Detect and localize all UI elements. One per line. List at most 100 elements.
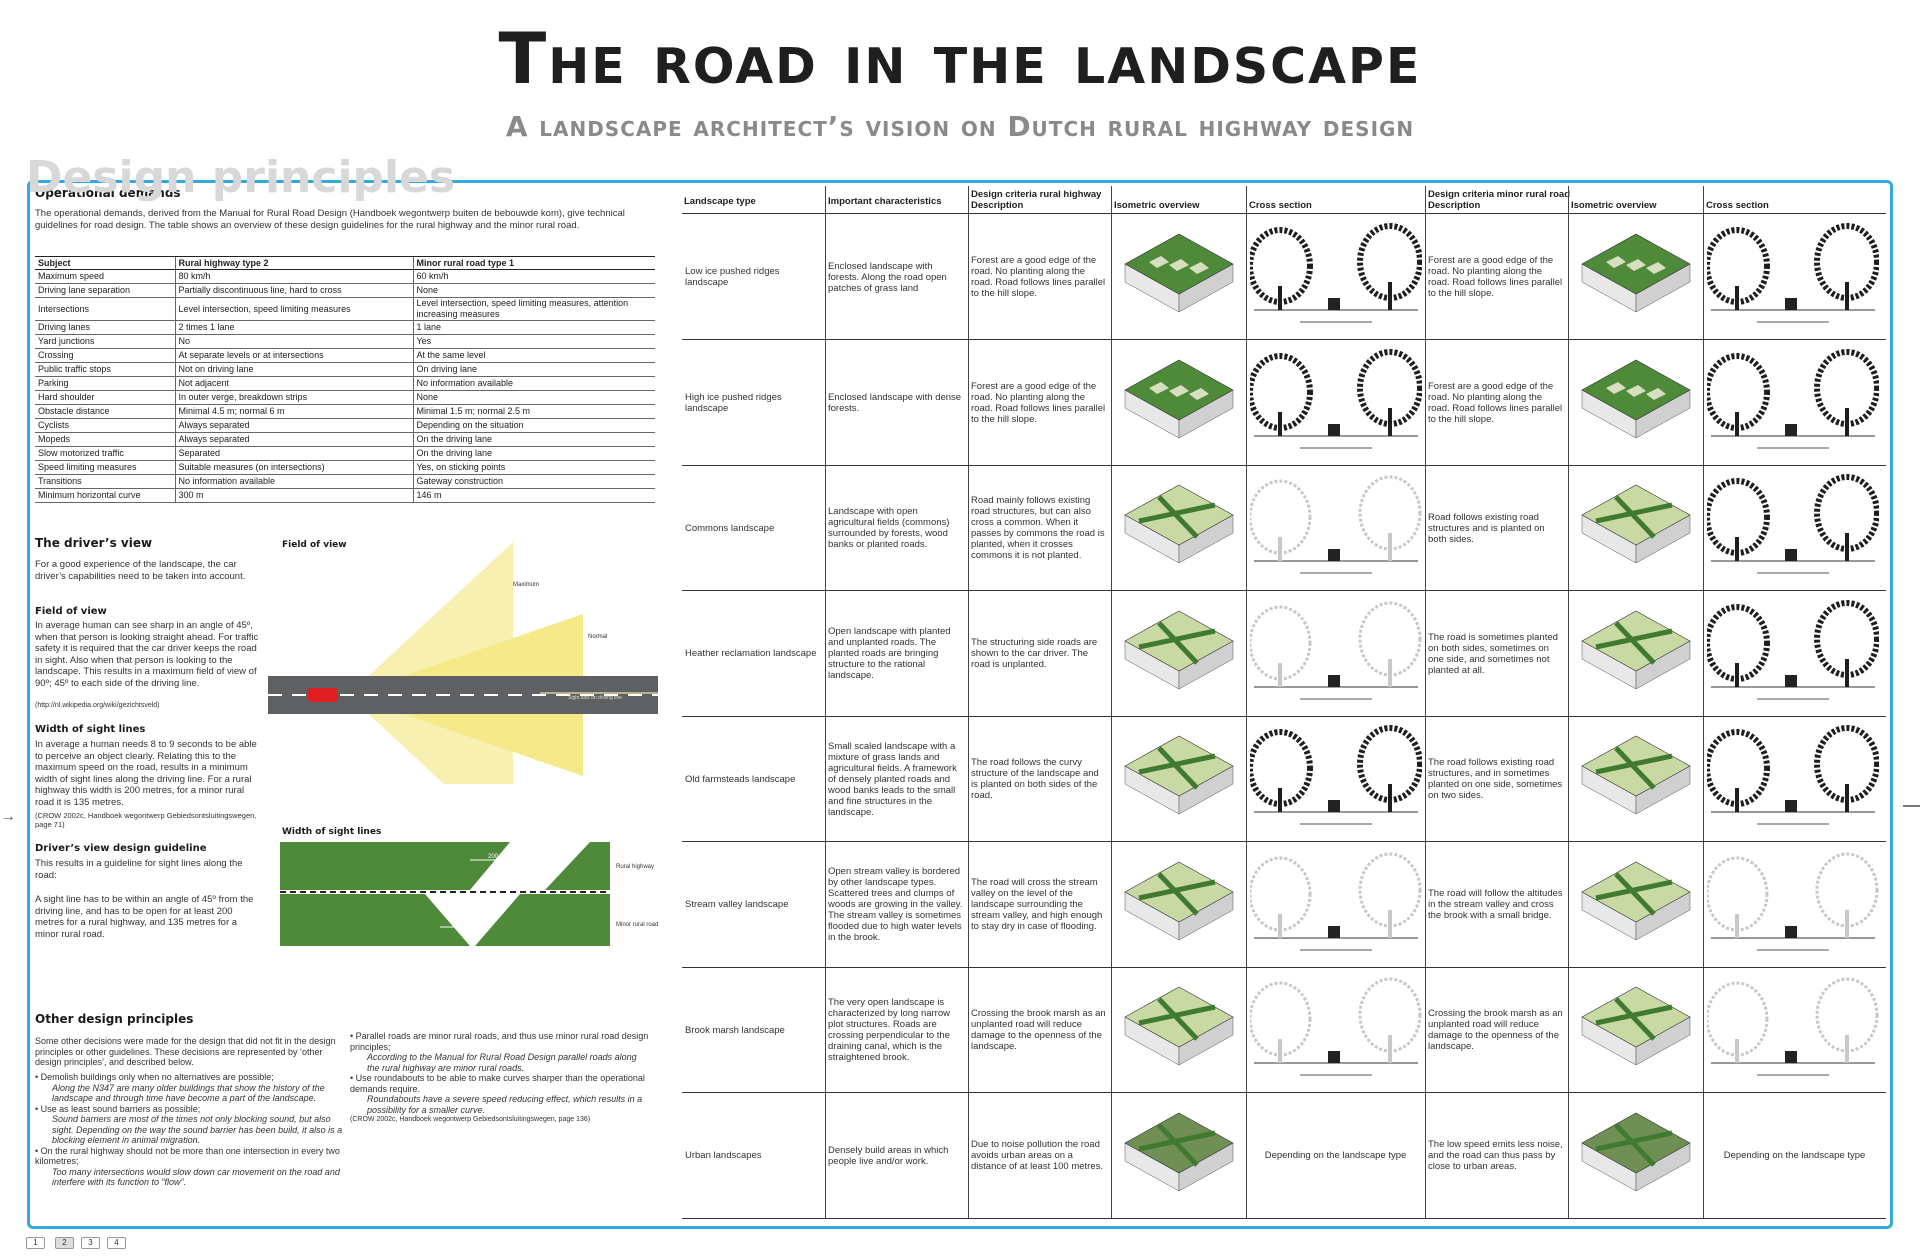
table-cell: At the same level — [412, 348, 655, 363]
bullet-note: Along the N347 are many older buildings … — [52, 1082, 325, 1104]
minor-description-cell: Crossing the brook marsh as an unplanted… — [1425, 967, 1568, 1093]
table-cell: Minimal 4.5 m; normal 6 m — [174, 404, 413, 419]
table-row: Urban landscapes Densely build areas in w… — [682, 1093, 1886, 1219]
rural-description-cell: Forest are a good edge of the road. No p… — [968, 340, 1111, 466]
landscape-table-header: Landscape type Important characteristics… — [682, 186, 1886, 214]
field-of-view-diagram: Maximum Normal Sight axis on driving lin… — [268, 542, 658, 784]
other-list-left: • Demolish buildings only when no altern… — [35, 1072, 345, 1188]
header-minor-description: Description — [1428, 200, 1481, 211]
cross-section-image — [1250, 601, 1422, 699]
header-rural-criteria: Design criteria rural highway — [971, 189, 1102, 200]
column-divider — [1111, 186, 1112, 1218]
rural-description-cell-text: The structuring side roads are shown to … — [971, 637, 1098, 670]
field-of-view-text: In average human can see sharp in an ang… — [35, 620, 259, 689]
previous-arrow-icon[interactable]: → — [0, 808, 16, 825]
page-button-4[interactable]: 4 — [107, 1237, 126, 1249]
rural-description-cell-text: Crossing the brook marsh as an unplanted… — [971, 1008, 1106, 1052]
cross-section-image — [1250, 725, 1422, 825]
table-cell: Driving lane separation — [35, 283, 175, 298]
characteristics-cell: The very open landscape is characterized… — [825, 967, 968, 1093]
content-frame — [27, 180, 1893, 1229]
landscape-type-cell-text: High ice pushed ridges landscape — [685, 391, 782, 414]
header-minor-isometric: Isometric overview — [1571, 200, 1657, 211]
landscape-table: Landscape type Important characteristics… — [682, 186, 1886, 1219]
bullet-note: Roundabouts have a severe speed reducing… — [367, 1094, 643, 1115]
characteristics-cell: Landscape with open agricultural fields … — [825, 465, 968, 591]
rural-highway-label: Rural highway — [616, 864, 654, 870]
table-cell: On the driving lane — [412, 446, 655, 461]
characteristics-cell: Enclosed landscape with dense forests. — [825, 340, 968, 466]
axis-label: Sight axis on driving line — [568, 695, 622, 701]
column-divider — [825, 186, 826, 1218]
cross-section-image — [1707, 977, 1879, 1076]
page-button-3[interactable]: 3 — [81, 1237, 100, 1249]
minor-description-cell-text: The road follows existing road structure… — [1428, 757, 1563, 801]
minor-description-cell: Forest are a good edge of the road. No p… — [1425, 214, 1568, 340]
table-cell: Yes, on sticking points — [412, 460, 655, 475]
table-cell: 146 m — [412, 488, 655, 503]
isometric-overview-image — [1581, 233, 1691, 313]
table-header-row: Subject Rural highway type 2 Minor rural… — [35, 256, 655, 270]
sight-lines-figure-title: Width of sight lines — [282, 827, 382, 837]
other-intro: Some other decisions were made for the d… — [35, 1036, 336, 1067]
drivers-view-heading: The driver’s view — [35, 536, 153, 550]
guideline-text-1: This results in a guideline for sight li… — [35, 858, 243, 881]
characteristics-cell-text: Enclosed landscape with forests. Along t… — [828, 260, 947, 294]
table-cell: Minimum horizontal curve — [35, 488, 175, 503]
other-principles-heading: Other design principles — [35, 1012, 194, 1026]
rural-description-cell: The road will cross the stream valley on… — [968, 842, 1111, 968]
car-icon — [308, 688, 338, 702]
sight-lines-diagram: 200 m 135 m Rural highway Minor rural ro… — [280, 842, 658, 946]
characteristics-cell-text: Enclosed landscape with dense forests. — [828, 391, 962, 414]
table-cell: Speed limiting measures — [35, 460, 175, 475]
header-rural-isometric: Isometric overview — [1114, 200, 1200, 211]
next-arrow-icon[interactable] — [1903, 805, 1920, 807]
cross-section-image — [1707, 725, 1879, 825]
table-cell: Yard junctions — [35, 334, 175, 349]
bullet-note: Too many intersections would slow down c… — [52, 1166, 340, 1188]
isometric-overview-image — [1581, 986, 1691, 1066]
table-cell: At separate levels or at intersections — [174, 348, 413, 363]
isometric-overview-image — [1124, 986, 1234, 1066]
header-minor-criteria: Design criteria minor rural road — [1428, 189, 1571, 200]
cross-section-image — [1250, 852, 1422, 950]
cross-section-text: Depending on the landscape type — [1264, 1150, 1407, 1161]
characteristics-cell: Open landscape with planted and unplante… — [825, 591, 968, 717]
header-landscape-type: Landscape type — [684, 196, 756, 207]
characteristics-cell-text: Densely build areas in which people live… — [828, 1144, 949, 1167]
page-button-2[interactable]: 2 — [55, 1237, 74, 1249]
characteristics-cell: Densely build areas in which people live… — [825, 1093, 968, 1219]
page-button-1[interactable]: 1 — [26, 1237, 45, 1249]
rural-description-cell: Road mainly follows existing road struct… — [968, 465, 1111, 591]
page-title: The road in the landscape — [498, 18, 1422, 100]
rural-description-cell-text: Road mainly follows existing road struct… — [971, 495, 1105, 561]
characteristics-cell-text: Small scaled landscape with a mixture of… — [828, 740, 957, 818]
column-header: Subject — [35, 256, 175, 270]
characteristics-cell-text: The very open landscape is characterized… — [828, 997, 950, 1063]
landscape-type-cell: Old farmsteads landscape — [682, 716, 825, 842]
table-cell: 80 km/h — [174, 269, 413, 284]
bullet: • Use roundabouts to be able to make cur… — [350, 1073, 645, 1094]
minor-description-cell: The road will follow the altitudes in th… — [1425, 842, 1568, 968]
minor-description-cell-text: Crossing the brook marsh as an unplanted… — [1428, 1008, 1563, 1052]
landscape-type-cell-text: Stream valley landscape — [685, 899, 789, 910]
sight-lines-source: (CROW 2002c, Handboek wegontwerp Gebieds… — [35, 811, 257, 829]
rural-description-cell: Crossing the brook marsh as an unplanted… — [968, 967, 1111, 1093]
operational-table: Subject Rural highway type 2 Minor rural… — [35, 256, 655, 503]
table-cell: Partially discontinuous line, hard to cr… — [174, 283, 413, 298]
minor-description-cell: The road follows existing road structure… — [1425, 716, 1568, 842]
table-cell: In outer verge, breakdown strips — [174, 390, 413, 405]
landscape-type-cell-text: Urban landscapes — [685, 1150, 762, 1161]
table-cell: Level intersection, speed limiting measu… — [174, 297, 413, 321]
table-cell: 1 lane — [412, 320, 655, 335]
table-cell: On the driving lane — [412, 432, 655, 447]
cross-section-image — [1707, 852, 1879, 950]
characteristics-cell: Small scaled landscape with a mixture of… — [825, 716, 968, 842]
cross-section-image — [1250, 475, 1422, 574]
